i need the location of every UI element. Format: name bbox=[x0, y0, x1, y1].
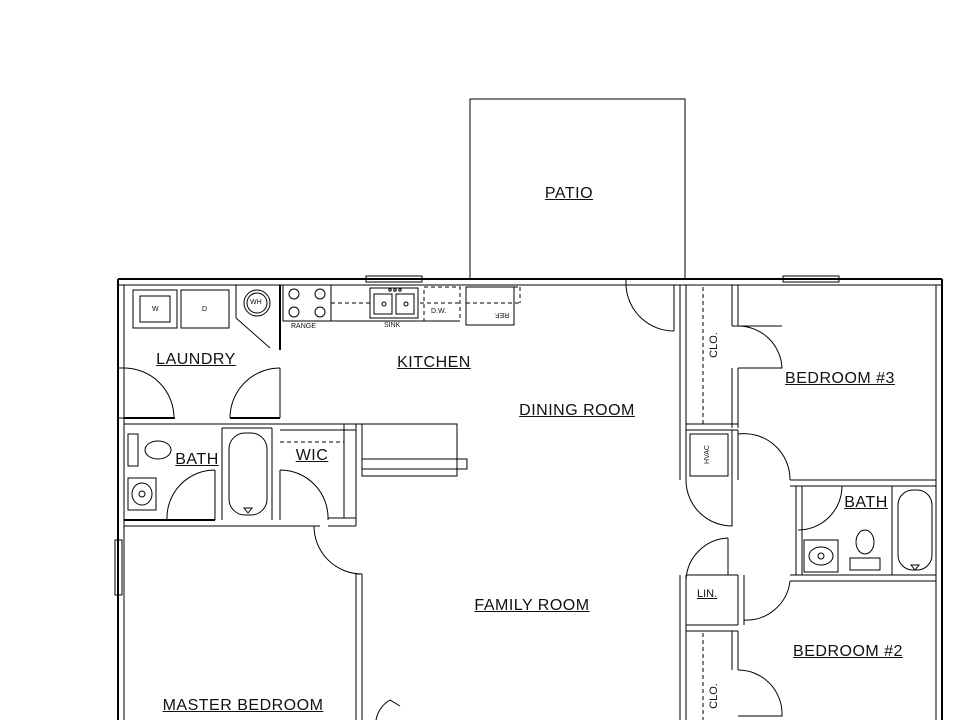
sink-label: SINK bbox=[384, 322, 401, 329]
laundry-walls bbox=[123, 285, 362, 425]
lavatory bbox=[127, 477, 157, 511]
window bbox=[114, 539, 123, 596]
room-label-family-room: FAMILY ROOM bbox=[474, 597, 590, 614]
toilet bbox=[127, 433, 139, 467]
room-label-bedroom-2: BEDROOM #2 bbox=[793, 643, 903, 660]
bathtub bbox=[897, 489, 933, 571]
washer-label: W bbox=[152, 306, 159, 313]
room-label-laundry: LAUNDRY bbox=[156, 351, 236, 368]
refrigerator-label: REF. bbox=[494, 311, 510, 318]
window bbox=[365, 275, 423, 283]
bathtub bbox=[228, 432, 268, 516]
closet-label-bottom: CLO. bbox=[707, 683, 720, 709]
room-label-wic: WIC bbox=[295, 447, 329, 464]
linen-label: LIN. bbox=[697, 588, 718, 600]
kitchen-counter bbox=[282, 284, 521, 326]
right-wing-walls bbox=[679, 285, 936, 720]
dishwasher-label: D.W. bbox=[431, 308, 447, 315]
hvac-unit bbox=[689, 433, 729, 477]
toilet bbox=[855, 529, 875, 555]
room-label-bath-right: BATH bbox=[844, 494, 888, 511]
room-label-bedroom-3: BEDROOM #3 bbox=[785, 370, 895, 387]
refrigerator bbox=[465, 286, 515, 326]
laundry-doors bbox=[117, 367, 281, 419]
window bbox=[782, 275, 840, 283]
room-label-dining-room: DINING ROOM bbox=[519, 402, 635, 419]
room-label-kitchen: KITCHEN bbox=[397, 354, 471, 371]
dryer bbox=[180, 289, 230, 329]
closet-label-top: CLO. bbox=[707, 332, 720, 358]
kitchen-bar bbox=[361, 423, 468, 477]
water-heater-label: WH bbox=[250, 299, 262, 306]
lavatory bbox=[803, 539, 839, 573]
room-label-bath-left: BATH bbox=[175, 451, 219, 468]
room-label-master-bedroom: MASTER BEDROOM bbox=[162, 697, 324, 714]
master-bedroom-walls bbox=[313, 525, 401, 720]
room-label-patio: PATIO bbox=[544, 185, 594, 202]
master-bath-walls bbox=[123, 424, 357, 527]
patio-door bbox=[625, 279, 675, 332]
water-heater bbox=[243, 289, 271, 317]
dishwasher bbox=[423, 286, 461, 322]
range-label: RANGE bbox=[291, 323, 316, 330]
washer bbox=[132, 289, 178, 329]
sink bbox=[369, 287, 419, 319]
dryer-label: D bbox=[202, 306, 208, 313]
hvac-label: HVAC bbox=[703, 445, 711, 464]
